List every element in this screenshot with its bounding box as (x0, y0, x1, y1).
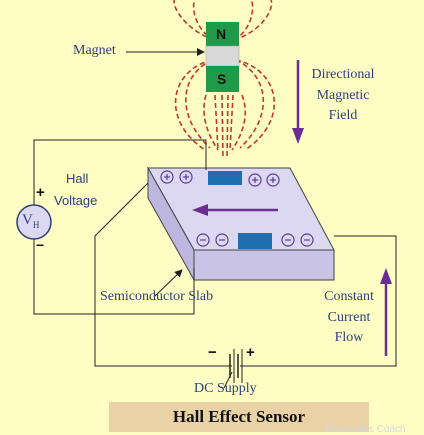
top-plate (208, 171, 242, 185)
field-direction-arrow (292, 60, 304, 144)
current-direction-arrow (192, 204, 278, 216)
circuit-wires (33, 139, 397, 367)
north-pole-label: N (216, 26, 227, 42)
bottom-plate (238, 233, 272, 249)
watermark: Electronics Coach (325, 424, 406, 435)
hall-minus-sign: − (36, 237, 45, 253)
negative-charges (196, 233, 314, 247)
current-label-line-1: Constant (324, 289, 374, 304)
field-label-line-1: Directional (311, 67, 375, 82)
slab-front-face (193, 249, 335, 281)
semiconductor-slab-label: Semiconductor Slab (100, 289, 214, 304)
current-label-line-2: Current (327, 310, 371, 325)
voltmeter-v: V (22, 212, 33, 228)
hall-plus-sign: + (36, 184, 45, 201)
dc-supply-pointer (223, 371, 233, 389)
voltmeter-symbol: VH (22, 212, 39, 230)
magnet-label: Magnet (73, 43, 116, 58)
magnet-south-pole (206, 66, 239, 92)
slab-pointer (154, 269, 183, 297)
magnetic-field-lines (173, 0, 276, 159)
constant-current-arrow (380, 268, 392, 356)
voltmeter (16, 204, 52, 240)
south-pole-label: S (217, 71, 227, 87)
voltmeter-h: H (32, 220, 40, 230)
field-label-line-3: Field (328, 108, 358, 123)
magnet (205, 22, 240, 92)
magnet-middle (205, 45, 240, 67)
field-label-line-2: Magnetic (316, 88, 370, 103)
magnet-north-pole (206, 22, 239, 46)
battery-minus-sign: − (208, 344, 217, 361)
hall-label: Hall (66, 171, 89, 186)
battery-symbol (229, 349, 243, 383)
voltage-label: Voltage (54, 193, 98, 208)
positive-charges (160, 170, 280, 187)
current-label-line-3: Flow (334, 330, 364, 345)
dc-supply-label: DC Supply (194, 381, 257, 396)
diagram-title: Hall Effect Sensor (109, 402, 369, 432)
battery-plus-sign: + (246, 344, 255, 361)
